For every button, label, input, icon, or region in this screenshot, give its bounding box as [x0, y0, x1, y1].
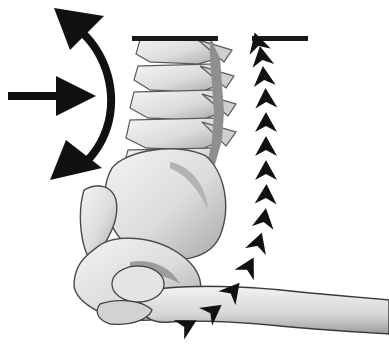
- chevron-7: [255, 184, 278, 205]
- chevron-9: [255, 136, 277, 156]
- chevron-4: [235, 252, 264, 280]
- top-edge-stubs: [132, 36, 308, 41]
- vertebra-3: [130, 90, 224, 120]
- top-stub-left: [132, 36, 218, 41]
- chevron-11: [254, 88, 277, 109]
- chevron-14: [244, 29, 271, 54]
- vertebra-1: [136, 38, 220, 64]
- femur-shaft: [140, 286, 389, 334]
- chevron-12: [252, 65, 276, 87]
- chevron-6: [252, 206, 277, 229]
- femur: [97, 266, 389, 334]
- push-arrow-head: [56, 76, 96, 116]
- chevron-10: [255, 112, 277, 132]
- chevron-5: [245, 229, 272, 255]
- vertebra-4: [126, 118, 222, 150]
- chevron-8: [255, 160, 277, 180]
- push-arrow-icon: [8, 76, 96, 116]
- femoral-head: [112, 266, 164, 302]
